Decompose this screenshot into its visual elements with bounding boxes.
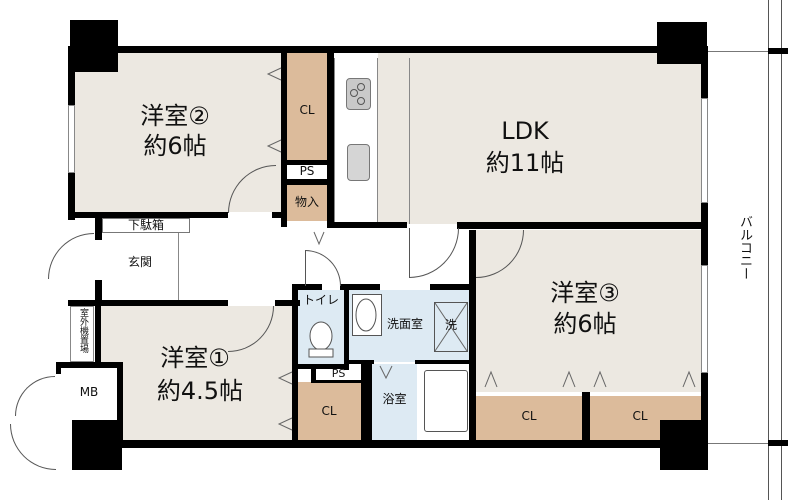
wall-closet-r-divider bbox=[582, 392, 590, 444]
wall-wet-top-b bbox=[340, 284, 380, 290]
western1-size: 約4.5帖 bbox=[156, 377, 244, 405]
closet-right-2-label: CL bbox=[632, 409, 648, 423]
wall-western1-top bbox=[68, 300, 228, 306]
wall-toilet-bottom bbox=[298, 364, 349, 369]
ps-mid bbox=[316, 367, 361, 380]
wall-washroom-bottom-b bbox=[415, 360, 476, 364]
washer-label: 洗 bbox=[444, 318, 457, 332]
column-bottom-left bbox=[72, 420, 122, 470]
sink-icon bbox=[347, 144, 370, 181]
balcony-post-top bbox=[768, 48, 788, 54]
outdoor-unit-space bbox=[70, 306, 94, 362]
wall-ps-top bbox=[287, 160, 327, 165]
closet-right-1 bbox=[476, 396, 582, 444]
balcony-post-bottom bbox=[768, 440, 788, 446]
washer-space-icon bbox=[434, 302, 468, 352]
column-bottom-right bbox=[660, 420, 708, 470]
wall-entrance-left-b bbox=[95, 280, 102, 302]
kitchen-aisle bbox=[378, 58, 410, 224]
wall-right bbox=[701, 46, 708, 451]
ps-mid-label: PS bbox=[331, 367, 346, 380]
window-western2 bbox=[68, 105, 75, 173]
bath-label: 浴室 bbox=[382, 392, 407, 406]
wall-core-right bbox=[469, 230, 476, 444]
wall-closet-right bbox=[327, 52, 334, 228]
wall-wet-top-c bbox=[430, 284, 476, 290]
window-ldk bbox=[701, 98, 708, 203]
storage-label: 物入 bbox=[294, 195, 319, 209]
closet-top bbox=[287, 52, 327, 160]
ps-top bbox=[287, 165, 327, 179]
wall-top-left bbox=[68, 46, 708, 53]
ldk-size: 約11帖 bbox=[485, 149, 565, 177]
wall-ps-mid-left bbox=[311, 364, 316, 382]
column-top-left bbox=[70, 20, 118, 72]
wall-mb-left bbox=[56, 362, 61, 374]
closet-top-label: CL bbox=[299, 103, 315, 117]
column-top-right bbox=[657, 22, 707, 64]
wall-western2-bottom-b bbox=[272, 212, 287, 218]
outdoor-unit-label: 室外機置場 bbox=[78, 308, 88, 353]
stove-icon bbox=[346, 78, 371, 110]
ldk-name: LDK bbox=[501, 117, 549, 145]
ldk-room bbox=[378, 52, 704, 224]
wall-ldk-bottom-b bbox=[457, 222, 707, 229]
wall-ldk-bottom bbox=[327, 222, 407, 228]
wall-western1-left bbox=[95, 302, 101, 362]
balcony-rail-outer bbox=[768, 0, 769, 500]
storage-top bbox=[287, 185, 327, 221]
wall-ps-bottom bbox=[287, 179, 327, 185]
wall-wet-left bbox=[292, 284, 298, 444]
wall-bottom bbox=[118, 440, 707, 448]
wall-entrance-left bbox=[95, 218, 102, 240]
wall-toilet-right bbox=[344, 290, 349, 370]
wall-western1-top-b bbox=[275, 300, 300, 306]
toilet-label: トイレ bbox=[302, 293, 339, 307]
western2-name: 洋室② bbox=[140, 102, 210, 130]
wall-bath-left bbox=[361, 362, 372, 444]
balcony-edge-top bbox=[706, 51, 768, 52]
wall-wet-top bbox=[292, 284, 322, 290]
western1-name: 洋室① bbox=[160, 344, 230, 372]
western3-size: 約6帖 bbox=[553, 310, 617, 338]
entrance-step bbox=[178, 233, 179, 300]
balcony-edge-bottom bbox=[706, 443, 768, 444]
closet-mid-label: CL bbox=[321, 404, 337, 418]
closet-right-1-label: CL bbox=[521, 409, 537, 423]
wall-closet-left bbox=[281, 52, 287, 227]
washbasin-icon bbox=[352, 294, 382, 336]
mb-room bbox=[61, 368, 117, 420]
window-western3 bbox=[701, 265, 708, 373]
closet-mid bbox=[297, 382, 361, 440]
balcony-label: バルコニー bbox=[737, 215, 752, 280]
wall-mb-top bbox=[56, 362, 122, 368]
wall-western2-bottom bbox=[68, 212, 228, 218]
wall-washroom-bottom bbox=[349, 360, 374, 364]
bathroom bbox=[372, 364, 417, 440]
bathtub-icon bbox=[424, 370, 468, 432]
shoe-box-label: 下駄箱 bbox=[127, 218, 164, 232]
entrance-label: 玄関 bbox=[127, 255, 152, 269]
western3-name: 洋室③ bbox=[550, 279, 620, 307]
wall-cl-mid-top bbox=[311, 380, 361, 383]
balcony-rail-inner bbox=[781, 0, 782, 500]
wall-mb-right bbox=[117, 362, 123, 442]
shoe-box bbox=[102, 218, 190, 233]
toilet-icon bbox=[307, 320, 335, 358]
washroom-label: 洗面室 bbox=[386, 317, 423, 331]
ps-top-label: PS bbox=[299, 164, 315, 178]
mb-label: MB bbox=[79, 385, 99, 399]
western2-size: 約6帖 bbox=[143, 132, 207, 160]
